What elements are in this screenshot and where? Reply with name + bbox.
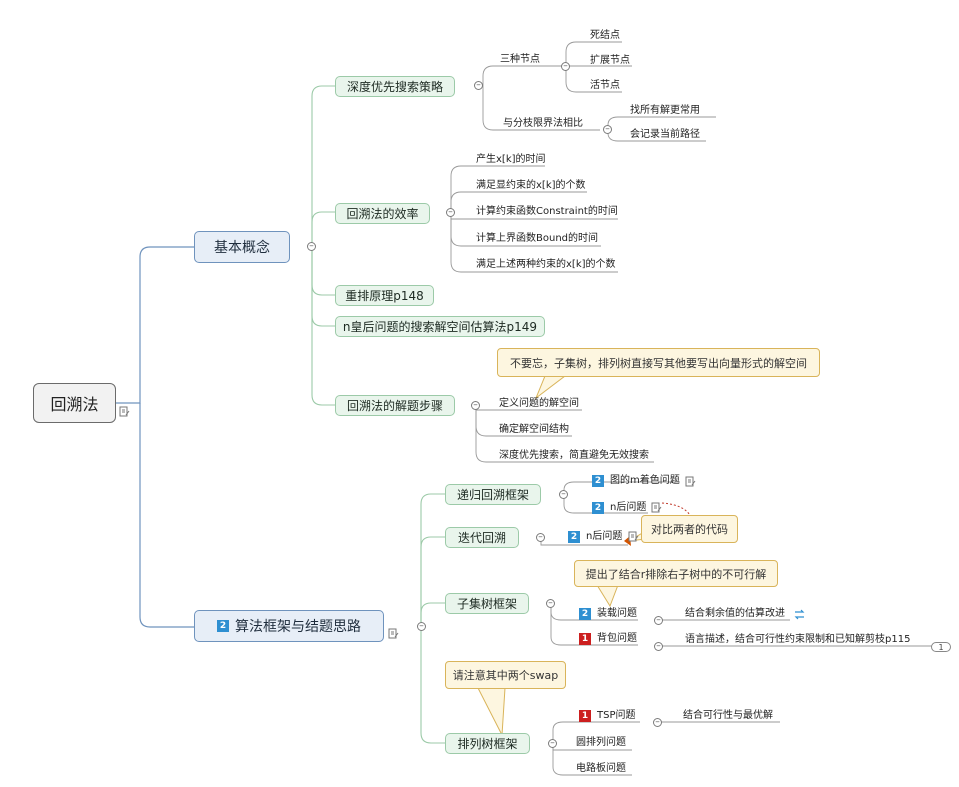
leaf-label: n后问题 bbox=[610, 502, 647, 513]
leaf-knapsack-note[interactable]: 语言描述，结合可行性约束限制和已知解剪枝p115 bbox=[685, 634, 911, 645]
note-icon[interactable] bbox=[119, 406, 130, 417]
collapse-toggle-efficiency[interactable]: – bbox=[446, 208, 455, 217]
topic-label: 算法框架与结题思路 bbox=[235, 619, 361, 635]
collapse-toggle-subset[interactable]: – bbox=[546, 599, 555, 608]
topic-label: 子集树框架 bbox=[456, 597, 517, 611]
collapsed-count-badge[interactable]: 1 bbox=[931, 642, 951, 652]
topic-algorithm-framework[interactable]: 2 算法框架与结题思路 bbox=[194, 610, 384, 642]
leaf-live-node[interactable]: 活节点 bbox=[590, 80, 620, 91]
leaf-knapsack-problem[interactable]: 1 背包问题 bbox=[579, 633, 637, 645]
collapse-toggle-knapsack[interactable]: – bbox=[654, 642, 663, 651]
collapse-toggle-loading[interactable]: – bbox=[654, 616, 663, 625]
topic-nqueen-estimate[interactable]: n皇后问题的搜索解空间估算法p149 bbox=[335, 316, 545, 337]
leaf-expand-node[interactable]: 扩展节点 bbox=[590, 55, 630, 66]
collapse-toggle-steps[interactable]: – bbox=[471, 401, 480, 410]
topic-rearrange-principle[interactable]: 重排原理p148 bbox=[335, 285, 434, 306]
topic-label: 排列树框架 bbox=[457, 737, 518, 751]
topic-label: 迭代回溯 bbox=[457, 531, 506, 545]
priority-badge: 2 bbox=[579, 608, 591, 620]
priority-badge: 2 bbox=[592, 502, 604, 514]
collapse-toggle-compare[interactable]: – bbox=[603, 125, 612, 134]
topic-efficiency[interactable]: 回溯法的效率 bbox=[335, 203, 430, 224]
topic-label: 基本概念 bbox=[214, 240, 270, 256]
topic-dfs-strategy[interactable]: 深度优先搜索策略 bbox=[335, 76, 455, 97]
collapse-toggle-three-nodes[interactable]: – bbox=[561, 62, 570, 71]
topic-label: 回溯法的解题步骤 bbox=[346, 399, 443, 413]
leaf-label: 图的m着色问题 bbox=[610, 475, 680, 486]
callout-swap: 请注意其中两个swap bbox=[445, 661, 566, 689]
topic-solving-steps[interactable]: 回溯法的解题步骤 bbox=[335, 395, 455, 416]
leaf-loading-note[interactable]: 结合剩余值的估算改进 bbox=[685, 608, 785, 619]
priority-badge: 2 bbox=[592, 475, 604, 487]
leaf-efficiency-item[interactable]: 满足上述两种约束的x[k]的个数 bbox=[476, 259, 616, 270]
callout-text: 请注意其中两个swap bbox=[452, 669, 559, 682]
leaf-label: n后问题 bbox=[586, 531, 623, 542]
topic-label: 递归回溯框架 bbox=[456, 488, 529, 502]
collapse-toggle-iterative[interactable]: – bbox=[536, 533, 545, 542]
note-icon[interactable] bbox=[388, 628, 399, 639]
collapse-toggle-basic[interactable]: – bbox=[307, 242, 316, 251]
leaf-dead-node[interactable]: 死结点 bbox=[590, 30, 620, 41]
collapse-toggle-tsp[interactable]: – bbox=[653, 718, 662, 727]
leaf-label: 装载问题 bbox=[597, 608, 637, 619]
leaf-nqueen-iterative[interactable]: 2 n后问题 bbox=[568, 531, 622, 543]
root-topic[interactable]: 回溯法 bbox=[33, 383, 116, 423]
priority-badge: 1 bbox=[579, 633, 591, 645]
leaf-nqueen-recursive[interactable]: 2 n后问题 bbox=[592, 502, 646, 514]
collapse-toggle-recursive[interactable]: – bbox=[559, 490, 568, 499]
callout-text: 对比两者的代码 bbox=[651, 523, 728, 536]
leaf-step[interactable]: 确定解空间结构 bbox=[499, 424, 569, 435]
root-topic-label: 回溯法 bbox=[50, 395, 99, 414]
collapse-toggle-framework[interactable]: – bbox=[417, 622, 426, 631]
note-icon[interactable] bbox=[628, 531, 639, 542]
callout-text: 不要忘，子集树，排列树直接写其他要写出向量形式的解空间 bbox=[510, 356, 807, 370]
leaf-compare-branch-bound[interactable]: 与分枝限界法相比 bbox=[503, 118, 583, 129]
topic-subset-tree[interactable]: 子集树框架 bbox=[445, 593, 529, 614]
callout-text: 提出了结合r排除右子树中的不可行解 bbox=[585, 567, 767, 581]
collapse-toggle-dfs[interactable]: – bbox=[474, 81, 483, 90]
leaf-step[interactable]: 定义问题的解空间 bbox=[499, 398, 579, 409]
leaf-efficiency-item[interactable]: 满足显约束的x[k]的个数 bbox=[476, 180, 586, 191]
leaf-record-path[interactable]: 会记录当前路径 bbox=[630, 129, 700, 140]
topic-iterative-backtrack[interactable]: 迭代回溯 bbox=[445, 527, 519, 548]
leaf-label: TSP问题 bbox=[597, 710, 636, 721]
leaf-efficiency-item[interactable]: 计算约束函数Constraint的时间 bbox=[476, 206, 618, 217]
note-icon[interactable] bbox=[651, 502, 662, 513]
note-icon[interactable] bbox=[685, 476, 696, 487]
topic-basic-concepts[interactable]: 基本概念 bbox=[194, 231, 290, 263]
leaf-tsp-problem[interactable]: 1 TSP问题 bbox=[579, 710, 636, 722]
topic-permutation-tree[interactable]: 排列树框架 bbox=[445, 733, 530, 754]
relationship-icon[interactable] bbox=[794, 609, 805, 620]
leaf-tsp-note[interactable]: 结合可行性与最优解 bbox=[683, 710, 773, 721]
leaf-m-coloring[interactable]: 2 图的m着色问题 bbox=[592, 475, 680, 487]
leaf-find-all[interactable]: 找所有解更常用 bbox=[630, 105, 700, 116]
leaf-three-nodes[interactable]: 三种节点 bbox=[500, 54, 540, 65]
topic-label: n皇后问题的搜索解空间估算法p149 bbox=[342, 320, 538, 334]
priority-badge: 1 bbox=[579, 710, 591, 722]
priority-badge: 2 bbox=[217, 620, 229, 632]
topic-label: 重排原理p148 bbox=[345, 289, 424, 303]
callout-subset-pruning: 提出了结合r排除右子树中的不可行解 bbox=[574, 560, 778, 587]
topic-label: 深度优先搜索策略 bbox=[346, 80, 443, 94]
topic-recursive-framework[interactable]: 递归回溯框架 bbox=[445, 484, 541, 505]
leaf-circuit-board[interactable]: 电路板问题 bbox=[576, 763, 626, 774]
leaf-loading-problem[interactable]: 2 装载问题 bbox=[579, 608, 637, 620]
callout-solution-space: 不要忘，子集树，排列树直接写其他要写出向量形式的解空间 bbox=[497, 348, 820, 377]
leaf-label: 背包问题 bbox=[597, 633, 637, 644]
topic-label: 回溯法的效率 bbox=[346, 207, 419, 221]
leaf-efficiency-item[interactable]: 产生x[k]的时间 bbox=[476, 154, 546, 165]
callout-compare-code: 对比两者的代码 bbox=[641, 515, 738, 543]
collapse-toggle-perm[interactable]: – bbox=[548, 739, 557, 748]
leaf-step[interactable]: 深度优先搜索，简直避免无效搜索 bbox=[499, 450, 649, 461]
leaf-efficiency-item[interactable]: 计算上界函数Bound的时间 bbox=[476, 233, 599, 244]
leaf-circle-permutation[interactable]: 圆排列问题 bbox=[576, 737, 626, 748]
priority-badge: 2 bbox=[568, 531, 580, 543]
